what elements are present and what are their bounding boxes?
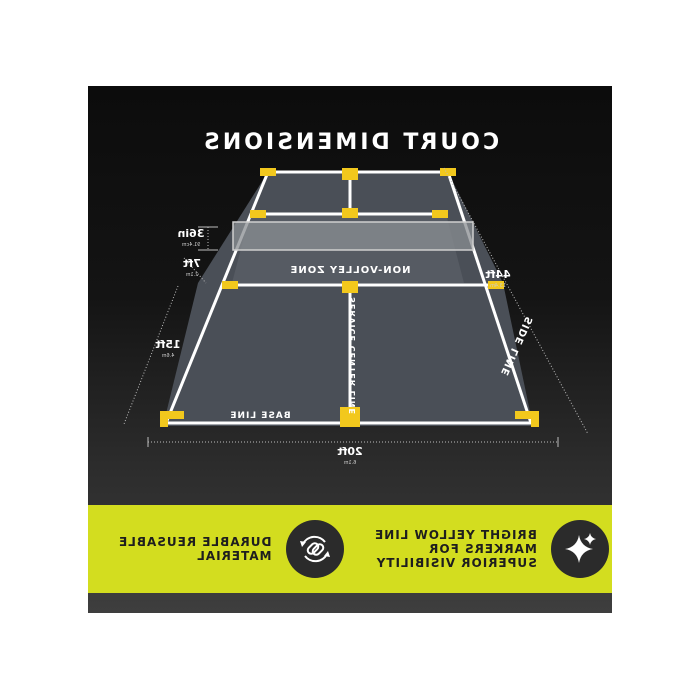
marker-base-center bbox=[340, 407, 360, 427]
width-label: 20ft bbox=[337, 445, 362, 458]
feature-line: MATERIAL bbox=[196, 549, 272, 563]
feature-line: DURABLE REUSABLE bbox=[118, 535, 272, 549]
feature-durable-material: DURABLE REUSABLE MATERIAL bbox=[118, 505, 344, 593]
marker-kitchen-center bbox=[342, 281, 358, 293]
service-depth-label: 15ft bbox=[155, 338, 180, 351]
total-length-metric-label: 13.4m bbox=[490, 283, 506, 289]
marker-far-left bbox=[260, 168, 276, 176]
feature-text: BRIGHT YELLOW LINE MARKERS FOR SUPERIOR … bbox=[374, 528, 537, 570]
marker-kitchen-far-right bbox=[432, 210, 448, 218]
features-banner: DURABLE REUSABLE MATERIAL BRIGHT YELLOW … bbox=[88, 505, 612, 593]
marker-far-center bbox=[342, 168, 358, 180]
chain-link-icon bbox=[285, 520, 344, 578]
court-diagram: NON-VOLLEY ZONE SERVICE CENTER LINE BASE… bbox=[123, 167, 589, 466]
kitchen-depth-label: 7ft bbox=[183, 257, 201, 270]
marker-corner-right bbox=[515, 411, 539, 427]
marker-kitchen-far-left bbox=[250, 210, 266, 218]
net-height-label: 36in bbox=[178, 227, 205, 240]
page-title: COURT DIMENSIONS bbox=[200, 130, 500, 155]
sparkle-icon bbox=[550, 520, 609, 578]
service-center-line-label: SERVICE CENTER LINE bbox=[348, 297, 357, 415]
non-volley-zone-label: NON-VOLLEY ZONE bbox=[290, 265, 411, 276]
service-depth-metric-label: 4.6m bbox=[161, 353, 174, 359]
feature-visibility: BRIGHT YELLOW LINE MARKERS FOR SUPERIOR … bbox=[374, 505, 609, 593]
feature-line: SUPERIOR VISIBILITY bbox=[375, 556, 537, 570]
marker-kitchen-far-center bbox=[342, 208, 358, 218]
kitchen-depth-metric-label: 2.1m bbox=[185, 272, 198, 278]
marker-corner-left bbox=[160, 411, 184, 427]
total-length-label: 44ft bbox=[485, 268, 510, 281]
court-dimensions-poster: NON-VOLLEY ZONE SERVICE CENTER LINE BASE… bbox=[88, 86, 612, 613]
right-side-line bbox=[446, 171, 533, 424]
dimension-lines bbox=[123, 167, 589, 443]
feature-text: DURABLE REUSABLE MATERIAL bbox=[118, 535, 272, 563]
marker-kitchen-right bbox=[488, 281, 504, 289]
net-height-metric-label: 91.4cm bbox=[182, 242, 201, 248]
base-line-label: BASE LINE bbox=[229, 411, 290, 421]
width-metric-label: 6.1m bbox=[343, 460, 356, 466]
line-markers bbox=[160, 168, 539, 427]
dimension-ticks bbox=[147, 226, 559, 447]
feature-line: MARKERS FOR bbox=[428, 542, 537, 556]
net bbox=[232, 221, 474, 251]
marker-far-right bbox=[440, 168, 456, 176]
feature-line: BRIGHT YELLOW LINE bbox=[374, 528, 537, 542]
court-lines bbox=[164, 170, 533, 425]
marker-kitchen-left bbox=[222, 281, 238, 289]
